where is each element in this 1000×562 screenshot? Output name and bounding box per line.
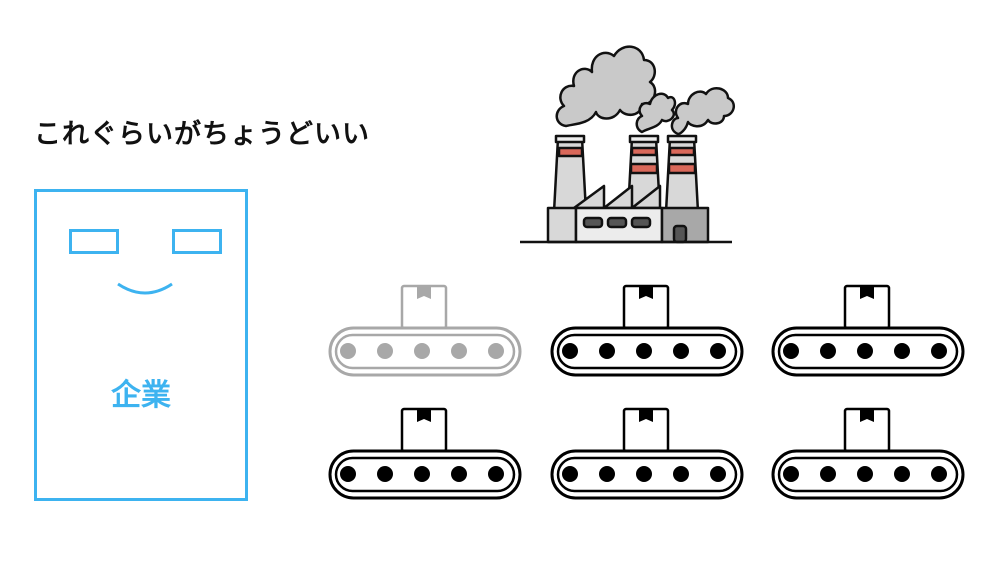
roller	[636, 343, 652, 359]
factory-icon	[520, 45, 736, 244]
conveyor-belt-1	[328, 284, 522, 384]
roller	[783, 343, 799, 359]
roller	[673, 466, 689, 482]
left-eye	[69, 229, 119, 254]
roller	[673, 343, 689, 359]
roller	[562, 466, 578, 482]
roller	[377, 343, 393, 359]
roller	[599, 466, 615, 482]
package-box-icon	[622, 284, 670, 330]
roller	[636, 466, 652, 482]
right-eye	[172, 229, 222, 254]
package-box-icon	[843, 284, 891, 330]
roller	[451, 466, 467, 482]
roller	[377, 466, 393, 482]
roller	[488, 343, 504, 359]
roller	[894, 343, 910, 359]
roller	[931, 466, 947, 482]
roller	[710, 343, 726, 359]
roller	[488, 466, 504, 482]
company-face-box: 企業	[34, 189, 248, 501]
roller	[857, 466, 873, 482]
conveyor-belt-4	[328, 407, 522, 507]
roller	[451, 343, 467, 359]
roller	[414, 343, 430, 359]
belt-inner	[334, 456, 516, 493]
belt-inner	[777, 456, 959, 493]
heading: これぐらいがちょうどいい	[34, 119, 370, 150]
roller	[894, 466, 910, 482]
roller	[340, 466, 356, 482]
roller	[820, 343, 836, 359]
belt-inner	[556, 333, 738, 370]
roller	[710, 466, 726, 482]
package-box-icon	[622, 407, 670, 453]
conveyor-belt-2	[550, 284, 744, 384]
roller	[857, 343, 873, 359]
belt-inner	[777, 333, 959, 370]
belt-inner	[556, 456, 738, 493]
conveyor-belt-5	[550, 407, 744, 507]
roller	[340, 343, 356, 359]
roller	[414, 466, 430, 482]
roller	[562, 343, 578, 359]
package-box-icon	[400, 284, 448, 330]
conveyor-belt-6	[771, 407, 965, 507]
conveyor-belt-3	[771, 284, 965, 384]
roller	[820, 466, 836, 482]
company-label: 企業	[111, 378, 171, 413]
belt-inner	[334, 333, 516, 370]
package-box-icon	[843, 407, 891, 453]
package-box-icon	[400, 407, 448, 453]
roller	[599, 343, 615, 359]
smile	[117, 282, 173, 295]
roller	[783, 466, 799, 482]
roller	[931, 343, 947, 359]
